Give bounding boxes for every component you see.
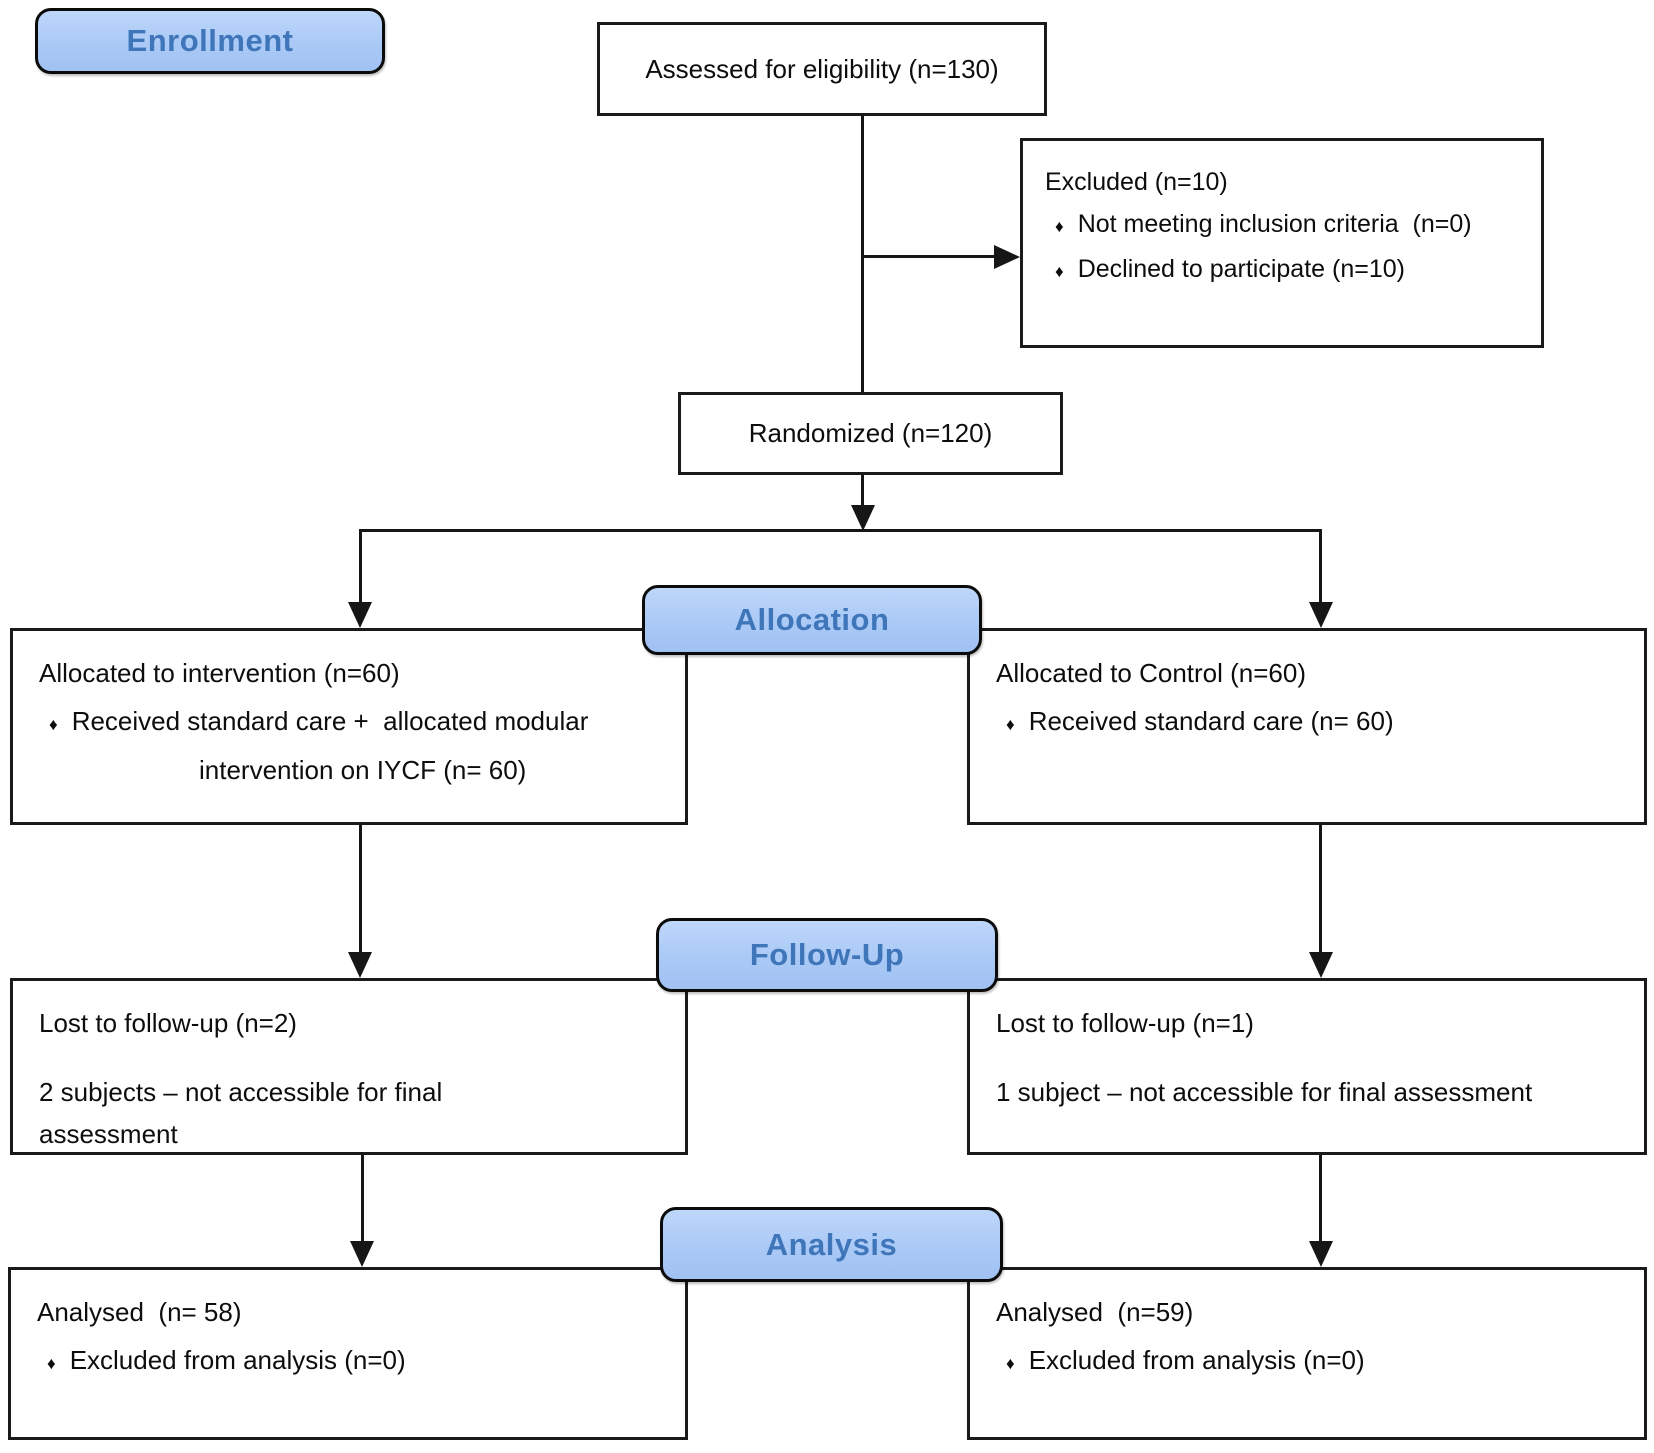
box-assessed-eligibility-text: Assessed for eligibility (n=130): [645, 53, 999, 84]
arrowhead-down-analysis-right-icon: [1309, 1241, 1333, 1267]
box-randomized: Randomized (n=120): [678, 392, 1063, 475]
connector-followup-analysis-right: [1319, 1155, 1322, 1243]
box-allocated-intervention-title: Allocated to intervention (n=60): [39, 658, 400, 688]
bullet-item: ♦ Excluded from analysis (n=0): [996, 1338, 1626, 1386]
analysed-control-item-1: Excluded from analysis (n=0): [1028, 1345, 1365, 1375]
arrowhead-down-alloc-right-icon: [1309, 602, 1333, 628]
connector-split-horizontal: [359, 529, 1322, 532]
arrowhead-down-split-icon: [851, 505, 875, 531]
connector-followup-analysis-left: [361, 1155, 364, 1243]
box-randomized-text: Randomized (n=120): [748, 418, 993, 448]
stage-badge-enrollment: Enrollment: [35, 8, 385, 74]
bullet-item: ♦ Not meeting inclusion criteria (n=0): [1045, 203, 1523, 248]
connector-randomized-split: [861, 475, 864, 507]
stage-badge-allocation-label: Allocation: [734, 602, 890, 637]
diamond-bullet-icon: ♦: [47, 1354, 56, 1373]
bullet-item: ♦ Declined to participate (n=10): [1045, 248, 1523, 293]
diamond-bullet-icon: ♦: [1006, 1354, 1015, 1373]
diamond-bullet-icon: ♦: [49, 715, 58, 734]
stage-badge-enrollment-label: Enrollment: [126, 23, 294, 58]
connector-split-right: [1319, 529, 1322, 604]
box-excluded: Excluded (n=10) ♦ Not meeting inclusion …: [1020, 138, 1544, 348]
box-lost-followup-intervention-body: 2 subjects – not accessible for final as…: [39, 1077, 450, 1149]
bullet-item: ♦ Excluded from analysis (n=0): [37, 1338, 667, 1386]
box-allocated-intervention: Allocated to intervention (n=60) ♦ Recei…: [10, 628, 688, 825]
diamond-bullet-icon: ♦: [1055, 217, 1064, 236]
connector-split-left: [359, 529, 362, 604]
allocated-intervention-item-line2: intervention on IYCF (n= 60): [199, 755, 527, 785]
box-allocated-control-title: Allocated to Control (n=60): [996, 658, 1307, 688]
connector-branch-excluded: [861, 255, 997, 258]
allocated-intervention-item-line1: Received standard care + allocated modul…: [71, 706, 589, 736]
box-lost-followup-control-title: Lost to follow-up (n=1): [996, 1008, 1254, 1038]
stage-badge-followup: Follow-Up: [656, 918, 998, 992]
box-lost-followup-control: Lost to follow-up (n=1) 1 subject – not …: [967, 978, 1647, 1155]
stage-badge-allocation: Allocation: [642, 585, 982, 655]
stage-badge-analysis: Analysis: [660, 1207, 1003, 1282]
box-analysed-control-title: Analysed (n=59): [996, 1297, 1194, 1327]
box-analysed-control: Analysed (n=59) ♦ Excluded from analysis…: [967, 1267, 1647, 1440]
connector-assessed-randomized: [861, 116, 864, 392]
box-lost-followup-intervention-title: Lost to follow-up (n=2): [39, 1008, 297, 1038]
allocated-control-item-1: Received standard care (n= 60): [1028, 706, 1394, 736]
box-assessed-eligibility: Assessed for eligibility (n=130): [597, 22, 1047, 116]
excluded-item-2: Declined to participate (n=10): [1077, 255, 1405, 283]
stage-badge-followup-label: Follow-Up: [749, 937, 905, 972]
arrowhead-down-followup-right-icon: [1309, 952, 1333, 978]
box-allocated-control: Allocated to Control (n=60) ♦ Received s…: [967, 628, 1647, 825]
box-analysed-intervention-title: Analysed (n= 58): [37, 1297, 242, 1327]
connector-alloc-followup-left: [359, 825, 362, 954]
box-excluded-title: Excluded (n=10): [1045, 168, 1228, 196]
box-lost-followup-intervention: Lost to follow-up (n=2) 2 subjects – not…: [10, 978, 688, 1155]
arrowhead-right-excluded-icon: [994, 245, 1020, 269]
stage-badge-analysis-label: Analysis: [765, 1226, 898, 1262]
box-lost-followup-control-body: 1 subject – not accessible for final ass…: [996, 1077, 1533, 1107]
arrowhead-down-followup-left-icon: [348, 952, 372, 978]
diamond-bullet-icon: ♦: [1055, 262, 1064, 281]
excluded-item-1: Not meeting inclusion criteria (n=0): [1077, 210, 1472, 238]
arrowhead-down-alloc-left-icon: [348, 602, 372, 628]
analysed-intervention-item-1: Excluded from analysis (n=0): [69, 1345, 406, 1375]
box-analysed-intervention: Analysed (n= 58) ♦ Excluded from analysi…: [8, 1267, 688, 1440]
arrowhead-down-analysis-left-icon: [350, 1241, 374, 1267]
connector-alloc-followup-right: [1319, 825, 1322, 954]
diamond-bullet-icon: ♦: [1006, 715, 1015, 734]
bullet-item: ♦ Received standard care + allocated mod…: [39, 699, 667, 747]
bullet-item: ♦ Received standard care (n= 60): [996, 699, 1626, 747]
